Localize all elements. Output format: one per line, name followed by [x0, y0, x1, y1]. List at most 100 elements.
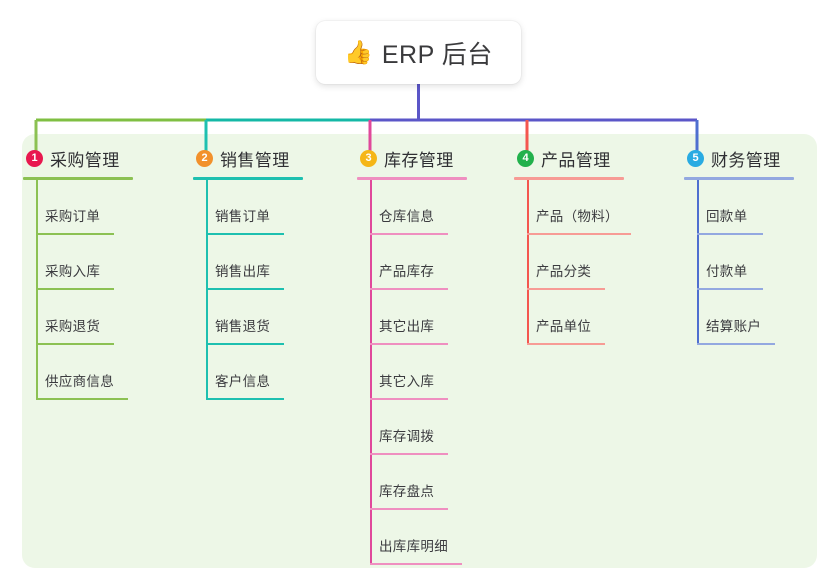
leaf-item-label: 回款单	[706, 209, 748, 224]
column-header-5[interactable]: 5 财务管理	[684, 145, 794, 171]
column-items-4: 产品（物料） 产品分类产品单位	[514, 180, 631, 345]
column-stem-4	[527, 180, 529, 345]
leaf-item[interactable]: 产品（物料）	[514, 180, 631, 235]
column-badge-1: 1	[26, 149, 43, 167]
leaf-item-label: 其它出库	[379, 319, 435, 334]
leaf-item-rule	[36, 398, 128, 400]
leaf-item-rule	[527, 288, 605, 290]
column-header-4[interactable]: 4 产品管理	[514, 145, 624, 171]
leaf-item[interactable]: 采购入库	[23, 235, 133, 290]
column-header-3[interactable]: 3 库存管理	[357, 145, 467, 171]
leaf-item-label: 客户信息	[215, 374, 271, 389]
leaf-item-label: 付款单	[706, 264, 748, 279]
leaf-item-rule	[370, 563, 462, 565]
column-stem-2	[206, 180, 208, 400]
leaf-item-label: 产品单位	[536, 319, 592, 334]
column-title-3: 库存管理	[384, 150, 454, 170]
leaf-item-rule	[206, 398, 284, 400]
column-items-2: 销售订单销售出库销售退货客户信息	[193, 180, 303, 400]
leaf-item[interactable]: 产品单位	[514, 290, 624, 345]
leaf-item[interactable]: 销售订单	[193, 180, 303, 235]
leaf-item[interactable]: 付款单	[684, 235, 794, 290]
thumbs-up-icon: 👍	[344, 39, 373, 65]
leaf-item[interactable]: 采购退货	[23, 290, 133, 345]
leaf-item[interactable]: 客户信息	[193, 345, 303, 400]
leaf-item-rule	[36, 343, 114, 345]
leaf-item-label: 产品分类	[536, 264, 592, 279]
column-stem-3	[370, 180, 372, 565]
leaf-item-rule	[370, 398, 448, 400]
leaf-item-label: 采购退货	[45, 319, 101, 334]
root-node[interactable]: 👍 ERP 后台	[316, 21, 521, 84]
column-rule-5	[684, 177, 794, 180]
leaf-item-label: 采购入库	[45, 264, 101, 279]
leaf-item-label: 采购订单	[45, 209, 101, 224]
column-items-5: 回款单付款单结算账户	[684, 180, 794, 345]
leaf-item[interactable]: 其它出库	[357, 290, 467, 345]
leaf-item[interactable]: 库存盘点	[357, 455, 467, 510]
leaf-item-label: 库存调拨	[379, 429, 435, 444]
column-stem-1	[36, 180, 38, 400]
leaf-item[interactable]: 库存调拨	[357, 400, 467, 455]
leaf-item[interactable]: 供应商信息	[23, 345, 133, 400]
leaf-item-label: 销售退货	[215, 319, 271, 334]
leaf-item-rule	[206, 233, 284, 235]
leaf-item-label: 仓库信息	[379, 209, 435, 224]
column-badge-2: 2	[196, 149, 213, 167]
leaf-item-label: 结算账户	[706, 319, 762, 334]
leaf-item-rule	[697, 233, 763, 235]
column-items-3: 仓库信息产品库存其它出库其它入库库存调拨库存盘点出库库明细	[357, 180, 467, 565]
leaf-item-label: 销售出库	[215, 264, 271, 279]
column-items-1: 采购订单采购入库采购退货供应商信息	[23, 180, 133, 400]
leaf-item-rule	[697, 343, 775, 345]
leaf-item[interactable]: 回款单	[684, 180, 794, 235]
column-4: 4 产品管理产品（物料） 产品分类产品单位	[514, 145, 631, 345]
column-badge-5: 5	[687, 149, 704, 167]
column-rule-3	[357, 177, 467, 180]
leaf-item[interactable]: 产品分类	[514, 235, 624, 290]
leaf-item-rule	[697, 288, 763, 290]
leaf-item-rule	[370, 343, 448, 345]
leaf-item-rule	[206, 343, 284, 345]
leaf-item[interactable]: 仓库信息	[357, 180, 467, 235]
column-badge-3: 3	[360, 149, 377, 167]
column-badge-4: 4	[517, 149, 534, 167]
leaf-item[interactable]: 出库库明细	[357, 510, 467, 565]
leaf-item-label: 库存盘点	[379, 484, 435, 499]
leaf-item[interactable]: 销售出库	[193, 235, 303, 290]
column-title-4: 产品管理	[541, 150, 611, 170]
leaf-item[interactable]: 采购订单	[23, 180, 133, 235]
column-rule-4	[514, 177, 624, 180]
leaf-item-label: 产品（物料）	[536, 209, 619, 224]
leaf-item[interactable]: 产品库存	[357, 235, 467, 290]
leaf-item-rule	[370, 288, 448, 290]
leaf-item-rule	[527, 343, 605, 345]
column-3: 3 库存管理仓库信息产品库存其它出库其它入库库存调拨库存盘点出库库明细	[357, 145, 467, 565]
column-title-5: 财务管理	[711, 150, 781, 170]
column-title-1: 采购管理	[50, 150, 120, 170]
leaf-item-label: 产品库存	[379, 264, 435, 279]
column-1: 1 采购管理采购订单采购入库采购退货供应商信息	[23, 145, 133, 400]
column-rule-2	[193, 177, 303, 180]
leaf-item[interactable]: 销售退货	[193, 290, 303, 345]
column-rule-1	[23, 177, 133, 180]
leaf-item-rule	[370, 453, 448, 455]
leaf-item[interactable]: 其它入库	[357, 345, 467, 400]
column-header-1[interactable]: 1 采购管理	[23, 145, 133, 171]
root-title: ERP 后台	[381, 40, 493, 69]
leaf-item-rule	[370, 508, 448, 510]
column-stem-5	[697, 180, 699, 345]
leaf-item-rule	[370, 233, 448, 235]
leaf-item-label: 销售订单	[215, 209, 271, 224]
leaf-item[interactable]: 结算账户	[684, 290, 794, 345]
diagram-panel	[22, 134, 817, 568]
leaf-item-rule	[206, 288, 284, 290]
leaf-item-label: 供应商信息	[45, 374, 114, 389]
leaf-item-rule	[527, 233, 631, 235]
leaf-item-rule	[36, 288, 114, 290]
leaf-item-rule	[36, 233, 114, 235]
leaf-item-label: 出库库明细	[379, 539, 448, 554]
